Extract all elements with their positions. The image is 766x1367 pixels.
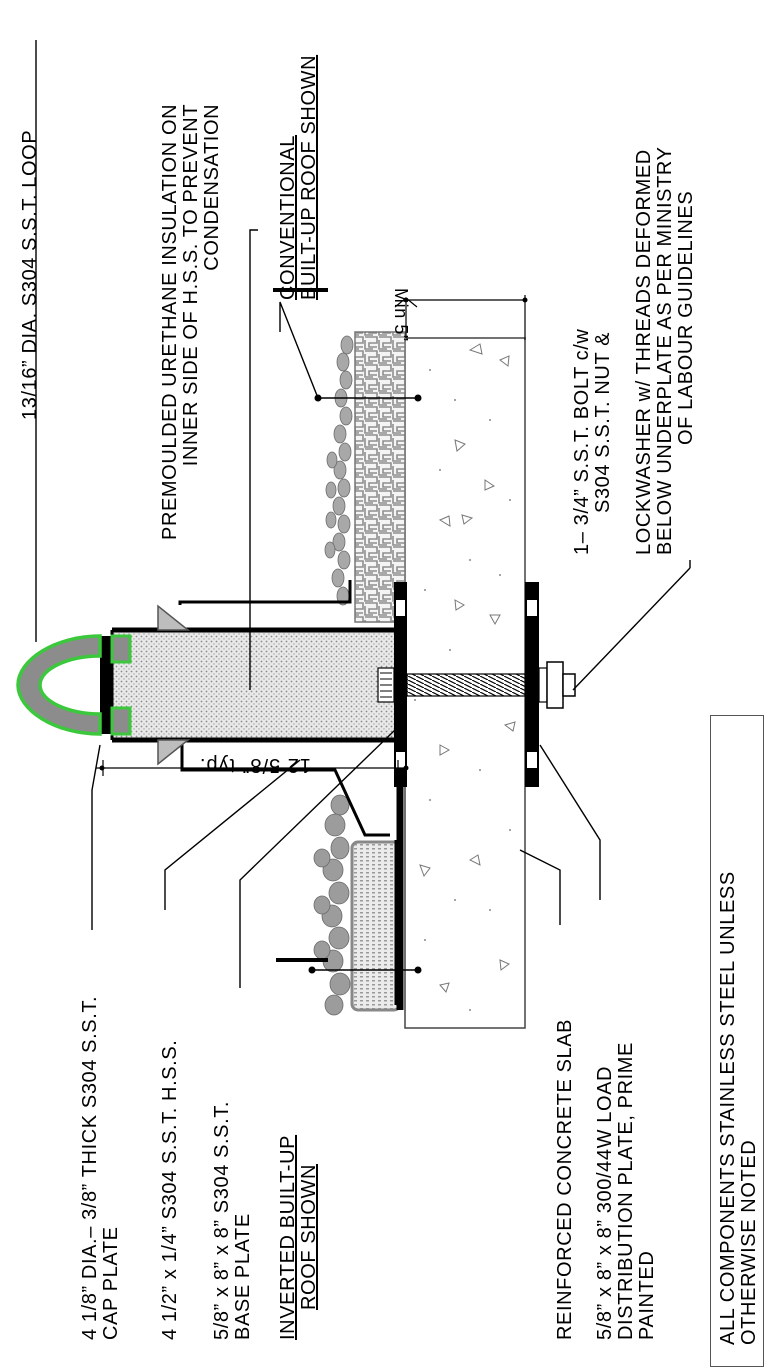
note-line-1: ALL COMPONENTS STAINLESS STEEL UNLESS xyxy=(717,871,739,1345)
bolt-line-4: BELOW UNDERPLATE AS PER MINISTRY xyxy=(654,146,676,555)
bolt-line-1: 1– 3/4” S.S.T. BOLT c/w xyxy=(571,328,593,555)
cap-line-2: CAP PLATE xyxy=(100,1226,122,1340)
distribution-plate xyxy=(525,582,539,787)
insulation-line-1: PREMOULDED URETHANE INSULATION ON xyxy=(159,103,181,540)
dist-line-2: DISTRIBUTION PLATE, PRIME xyxy=(615,1042,637,1340)
cap-plate-label: 4 1/8” DIA.– 3/8” THICK S304 S.S.T. CAP … xyxy=(79,995,122,1340)
insulation-line-3: CONDENSATION xyxy=(201,103,223,271)
bolt-line-2: S304 S.S.T. NUT & xyxy=(592,331,614,513)
base-line-1: 5/8” x 8” x 8” S304 S.S.T. xyxy=(211,1100,233,1340)
insulation-label: PREMOULDED URETHANE INSULATION ON INNER … xyxy=(159,103,223,540)
base-plate xyxy=(394,582,407,787)
dist-line-1: 5/8” x 8” x 8” 300/44W LOAD xyxy=(594,1065,616,1340)
insulation-wedges xyxy=(157,604,191,766)
bolt-line-3: LOCKWASHER w/ THREADS DEFORMED xyxy=(633,149,655,555)
loop-label: 13/16” DIA. S304 S.S.T. LOOP xyxy=(19,129,41,420)
dist-line-3: PAINTED xyxy=(636,1250,658,1340)
leader-dots xyxy=(308,394,422,974)
cap-line-1: 4 1/8” DIA.– 3/8” THICK S304 S.S.T. xyxy=(79,995,101,1340)
note-line-2: OTHERWISE NOTED xyxy=(738,1139,760,1345)
bolt-gap xyxy=(614,146,634,555)
base-line-2: BASE PLATE xyxy=(232,1213,254,1340)
label-bars xyxy=(273,288,328,962)
min-dimension-label: Min 5” xyxy=(391,288,411,342)
general-note: ALL COMPONENTS STAINLESS STEEL UNLESS OT… xyxy=(717,871,760,1345)
hss-tube xyxy=(110,627,394,743)
distribution-plate-label: 5/8” x 8” x 8” 300/44W LOAD DISTRIBUTION… xyxy=(594,1042,658,1340)
slab-label: REINFORCED CONCRETE SLAB xyxy=(554,1018,576,1340)
dimension-ticks xyxy=(99,297,528,771)
inverted-line-2: ROOF SHOWN xyxy=(298,1164,320,1310)
bolt-label: 1– 3/4” S.S.T. BOLT c/w S304 S.S.T. NUT … xyxy=(571,146,697,555)
lifting-loop xyxy=(16,634,102,736)
base-plate-label: 5/8” x 8” x 8” S304 S.S.T. BASE PLATE xyxy=(211,1100,254,1340)
flashing xyxy=(178,580,390,837)
leader-lines xyxy=(35,40,691,988)
conventional-line-1: CONVENTIONAL xyxy=(277,134,299,300)
conventional-line-2: BUILT-UP ROOF SHOWN xyxy=(298,54,320,300)
inverted-roof xyxy=(313,780,404,1016)
anchor-bolt xyxy=(377,661,576,709)
inverted-roof-label: INVERTED BUILT-UP ROOF SHOWN xyxy=(277,1134,320,1340)
conventional-roof xyxy=(324,331,406,623)
insulation-line-2: INNER SIDE OF H.S.S. TO PREVENT xyxy=(180,103,202,467)
height-dimension-text: 12 5/8” typ. xyxy=(198,754,312,776)
hss-label: 4 1/2” x 1/4” S304 S.S.T. H.S.S. xyxy=(159,1039,181,1340)
cap-plate xyxy=(100,634,132,736)
inverted-line-1: INVERTED BUILT-UP xyxy=(277,1134,299,1340)
conventional-roof-label: CONVENTIONAL BUILT-UP ROOF SHOWN xyxy=(277,54,320,300)
bolt-line-5: OF LABOUR GUIDELINES xyxy=(675,190,697,445)
